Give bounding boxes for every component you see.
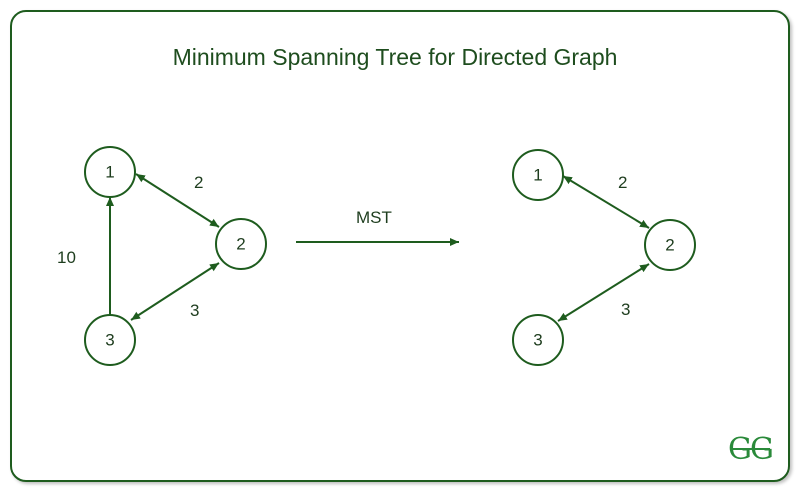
input-edge-3-1-weight: 10 bbox=[57, 248, 76, 267]
logo: GG bbox=[728, 432, 774, 467]
mst-edge-3-2-weight: 3 bbox=[621, 300, 630, 319]
input-node-3-label: 3 bbox=[105, 331, 114, 350]
diagram-title: Minimum Spanning Tree for Directed Graph bbox=[172, 44, 618, 70]
input-node-2 bbox=[215, 218, 267, 270]
mst-edge-1-2-weight: 2 bbox=[618, 173, 627, 192]
input-node-3 bbox=[84, 314, 136, 366]
input-node-2-label: 2 bbox=[236, 235, 245, 254]
mst-node-2-label: 2 bbox=[665, 236, 674, 255]
input-node-1-label: 1 bbox=[105, 163, 114, 182]
input-node-1 bbox=[84, 146, 136, 198]
mst-node-2 bbox=[644, 219, 696, 271]
input-edge-3-2-weight: 3 bbox=[190, 301, 199, 320]
input-edge-1-2 bbox=[135, 173, 220, 228]
input-edge-1-2-weight: 2 bbox=[194, 173, 203, 192]
mst-edge-1-2 bbox=[562, 175, 650, 229]
mst-graph: 1 2 3 2 3 bbox=[512, 149, 696, 366]
mst-node-3 bbox=[512, 314, 564, 366]
mst-node-1-label: 1 bbox=[533, 166, 542, 185]
input-graph: 1 2 3 2 3 10 bbox=[57, 146, 267, 366]
mst-transform: MST bbox=[296, 208, 459, 246]
mst-node-1 bbox=[512, 149, 564, 201]
mst-transform-label: MST bbox=[356, 208, 392, 227]
mst-node-3-label: 3 bbox=[533, 331, 542, 350]
input-edge-3-2 bbox=[130, 262, 220, 321]
mst-edge-3-2 bbox=[557, 263, 650, 322]
